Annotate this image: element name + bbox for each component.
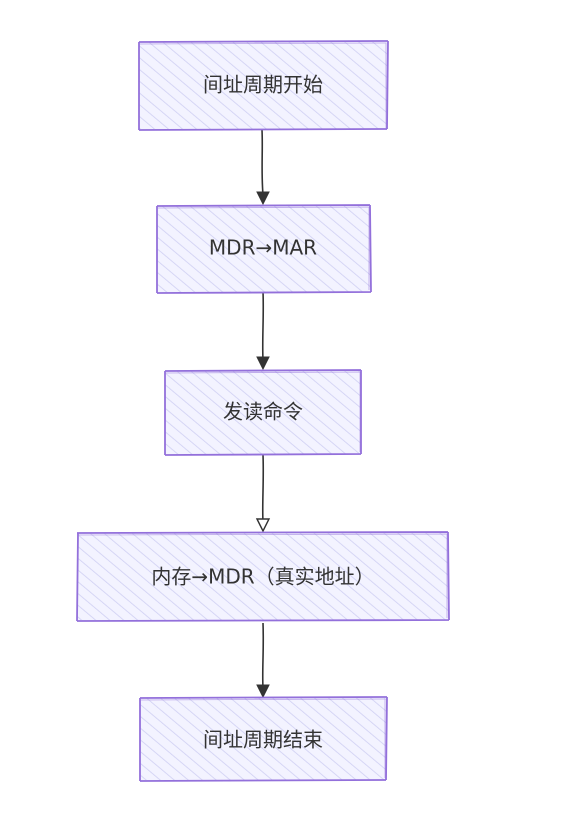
flow-node-read-command: 发读命令 xyxy=(164,369,362,456)
node-label: 发读命令 xyxy=(223,400,303,424)
flow-node-end: 间址周期结束 xyxy=(139,696,388,782)
edge-2 xyxy=(256,291,270,371)
edge-1 xyxy=(256,129,270,206)
flow-node-start: 间址周期开始 xyxy=(138,40,389,131)
edge-3 xyxy=(255,454,271,533)
node-label: 间址周期结束 xyxy=(203,728,323,752)
node-label: MDR→MAR xyxy=(209,236,317,260)
node-label: 内存→MDR（真实地址） xyxy=(151,565,374,589)
edge-4 xyxy=(256,622,270,699)
flow-node-memory-to-mdr: 内存→MDR（真实地址） xyxy=(76,531,450,622)
flow-node-mdr-to-mar: MDR→MAR xyxy=(156,204,372,294)
node-label: 间址周期开始 xyxy=(203,73,323,97)
